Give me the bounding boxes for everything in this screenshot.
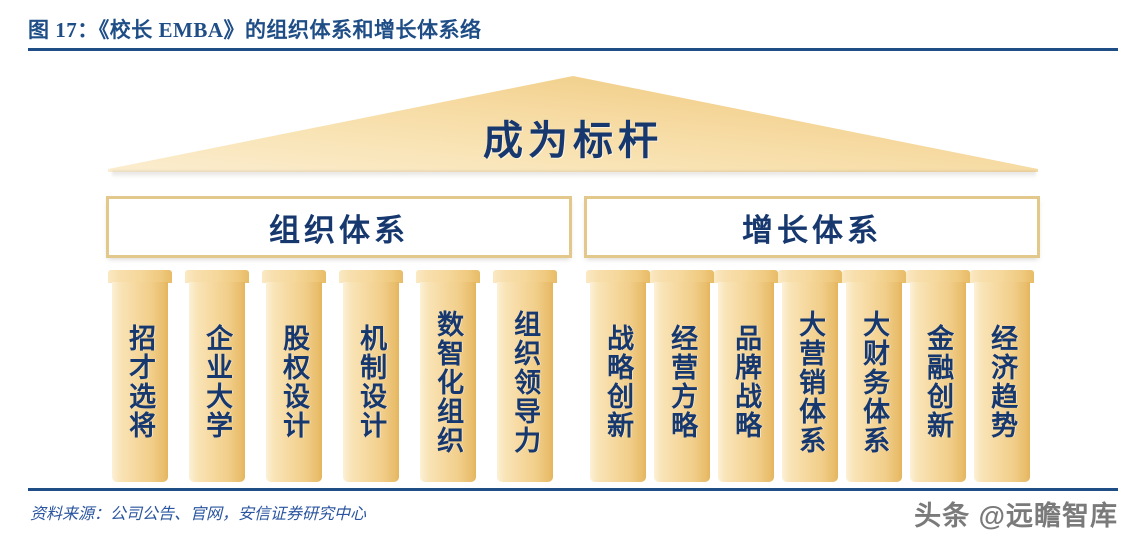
pillar-capital <box>416 270 480 283</box>
pillar-label: 战略创新 <box>603 324 634 440</box>
header-divider-rule <box>28 48 1118 51</box>
pillar-1[interactable]: 招才选将 <box>108 270 172 482</box>
pillar-capital <box>906 270 970 283</box>
pillar-label: 大营销体系 <box>795 309 826 455</box>
pillar-capital <box>778 270 842 283</box>
pediment-triangle-icon <box>108 76 1038 172</box>
figure-header: 图 17：《校长 EMBA》的组织体系和增长体系络 <box>0 0 1146 52</box>
pediment-shadow <box>112 171 1036 178</box>
temple-diagram: 成为标杆 组织体系 增长体系 招才选将 企业大学 股权设计 机制设计 <box>0 52 1146 490</box>
pillar-shaft <box>910 282 966 482</box>
pillar-8[interactable]: 经营方略 <box>650 270 714 482</box>
pillar-label: 品牌战略 <box>731 324 762 440</box>
pediment-roof: 成为标杆 <box>108 76 1038 172</box>
pillar-label: 股权设计 <box>279 324 310 440</box>
pillar-shaft <box>846 282 902 482</box>
pillar-shaft <box>189 282 245 482</box>
pillar-shaft <box>266 282 322 482</box>
watermark-label: 头条 @远瞻智库 <box>914 501 1118 531</box>
pillar-label: 大财务体系 <box>859 309 890 455</box>
architrave-label-growth: 增长体系 <box>742 212 882 248</box>
source-note: 资料来源：公司公告、官网，安信证券研究中心 <box>30 506 367 523</box>
pillar-label: 金融创新 <box>923 324 954 440</box>
pillar-7[interactable]: 战略创新 <box>586 270 650 482</box>
architrave-box-organization[interactable]: 组织体系 <box>106 196 572 258</box>
pillar-shaft <box>654 282 710 482</box>
figure-title: 图 17：《校长 EMBA》的组织体系和增长体系络 <box>28 18 482 42</box>
architrave-box-growth[interactable]: 增长体系 <box>584 196 1040 258</box>
pillar-capital <box>970 270 1034 283</box>
pillar-shaft <box>112 282 168 482</box>
pediment-label: 成为标杆 <box>483 119 663 163</box>
pillar-12[interactable]: 金融创新 <box>906 270 970 482</box>
pillar-label: 数智化组织 <box>433 309 464 455</box>
architrave-label-organization: 组织体系 <box>269 212 409 248</box>
pillar-capital <box>185 270 249 283</box>
pillar-label: 企业大学 <box>202 324 233 440</box>
pillar-shaft <box>782 282 838 482</box>
pillar-capital <box>262 270 326 283</box>
footer-divider-rule <box>28 488 1118 491</box>
pillar-4[interactable]: 机制设计 <box>339 270 403 482</box>
pillar-shaft <box>590 282 646 482</box>
pillar-13[interactable]: 经济趋势 <box>970 270 1034 482</box>
pillar-shaft <box>718 282 774 482</box>
pillar-label: 机制设计 <box>356 324 387 440</box>
pillar-label: 招才选将 <box>125 324 156 440</box>
pillar-capital <box>493 270 557 283</box>
pillar-9[interactable]: 品牌战略 <box>714 270 778 482</box>
pillar-capital <box>586 270 650 283</box>
pillar-label: 组织领导力 <box>510 309 541 455</box>
pillar-2[interactable]: 企业大学 <box>185 270 249 482</box>
pillar-shaft <box>420 282 476 482</box>
pillar-5[interactable]: 数智化组织 <box>416 270 480 482</box>
pillar-10[interactable]: 大营销体系 <box>778 270 842 482</box>
pillar-capital <box>650 270 714 283</box>
pillar-capital <box>108 270 172 283</box>
pillar-shaft <box>343 282 399 482</box>
pillar-label: 经营方略 <box>667 324 698 440</box>
pillar-capital <box>842 270 906 283</box>
pillar-label: 经济趋势 <box>987 324 1018 440</box>
pillar-11[interactable]: 大财务体系 <box>842 270 906 482</box>
pillar-shaft <box>974 282 1030 482</box>
pillar-3[interactable]: 股权设计 <box>262 270 326 482</box>
pillar-row: 招才选将 企业大学 股权设计 机制设计 数智化组织 组织领导力 <box>0 270 1146 482</box>
pillar-capital <box>339 270 403 283</box>
pillar-6[interactable]: 组织领导力 <box>493 270 557 482</box>
pillar-shaft <box>497 282 553 482</box>
figure-footer: 资料来源：公司公告、官网，安信证券研究中心 头条 @远瞻智库 <box>0 488 1146 532</box>
pillar-capital <box>714 270 778 283</box>
